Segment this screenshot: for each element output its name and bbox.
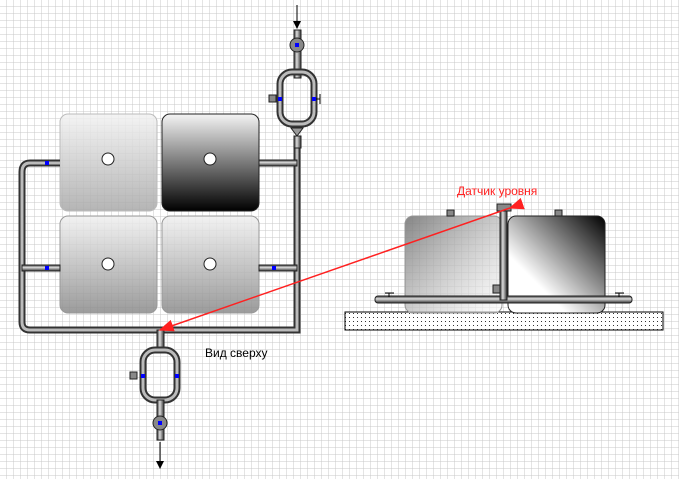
sensor-link-arrow — [158, 197, 525, 332]
valve-icon[interactable] — [312, 97, 316, 101]
top-view-label: Вид сверху — [205, 346, 268, 360]
valve-icon[interactable] — [278, 97, 282, 101]
valve-icon[interactable] — [141, 374, 145, 378]
valve-icon[interactable] — [272, 266, 276, 270]
valve-icon[interactable] — [45, 161, 49, 165]
hatch-icon — [101, 257, 115, 271]
valve-icon[interactable] — [175, 374, 179, 378]
valve-icon[interactable] — [45, 266, 49, 270]
ground-foundation — [344, 311, 664, 331]
hatch-icon — [203, 152, 217, 166]
hatch-icon — [101, 152, 115, 166]
valve-icon[interactable] — [295, 43, 299, 47]
level-sensor-label: Датчик уровня — [457, 184, 538, 198]
hatch-icon — [203, 257, 217, 271]
valve-icon[interactable] — [158, 421, 162, 425]
